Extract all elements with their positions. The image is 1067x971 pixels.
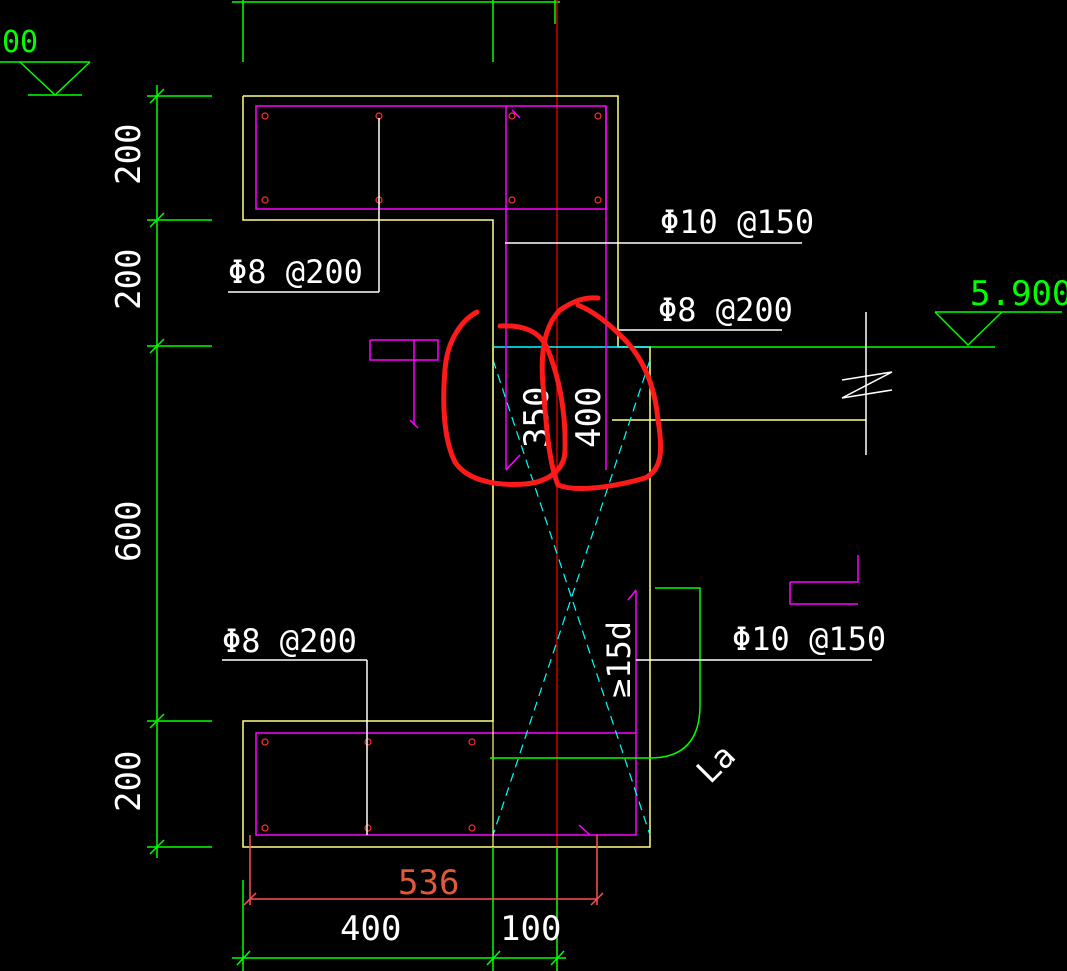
rebar-note-bottom-right: Φ10 @150 [732, 620, 886, 658]
vdim-600: 600 [109, 501, 149, 562]
markup-circle-right [539, 295, 664, 491]
rebar-dots [261, 112, 602, 832]
markup-circle-left [441, 309, 568, 487]
rebar-note-mid-right: Φ8 @200 [658, 291, 793, 329]
anchor-label-15d: ≥15d [600, 621, 638, 698]
inner-dim-400: 400 [569, 387, 609, 448]
hdim-left: 400 [340, 909, 401, 949]
rebar-note-bottom-left: Φ8 @200 [222, 622, 357, 660]
vdim-200-top: 200 [109, 124, 149, 185]
bottom-dimension-chain [232, 835, 604, 971]
leader-lines [222, 118, 872, 835]
markup-annotations [441, 295, 664, 491]
rebar-stirrups [255, 105, 859, 836]
anchor-label-la: La [689, 737, 743, 791]
rebar-note-top-right: Φ10 @150 [660, 203, 814, 241]
concrete-outline [242, 95, 893, 848]
rebar-note-top-left: Φ8 @200 [228, 253, 363, 291]
vdim-200-bottom: 200 [109, 751, 149, 812]
anchorage-la-line [490, 587, 701, 759]
inner-dim-350: 350 [517, 387, 557, 448]
elevation-left-label: 00 [2, 25, 38, 60]
vertical-dimension-chain [147, 85, 212, 858]
elevation-marker-left: 00 [0, 25, 91, 97]
hatch-diagonals [492, 347, 651, 847]
elevation-right-label: 5.900 [970, 274, 1067, 314]
top-extension-lines [232, 0, 560, 62]
elevation-marker-right: 5.900 [650, 274, 1067, 348]
hdim-total: 536 [398, 863, 459, 903]
hdim-right: 100 [500, 909, 561, 949]
vdim-200-second: 200 [109, 249, 149, 310]
